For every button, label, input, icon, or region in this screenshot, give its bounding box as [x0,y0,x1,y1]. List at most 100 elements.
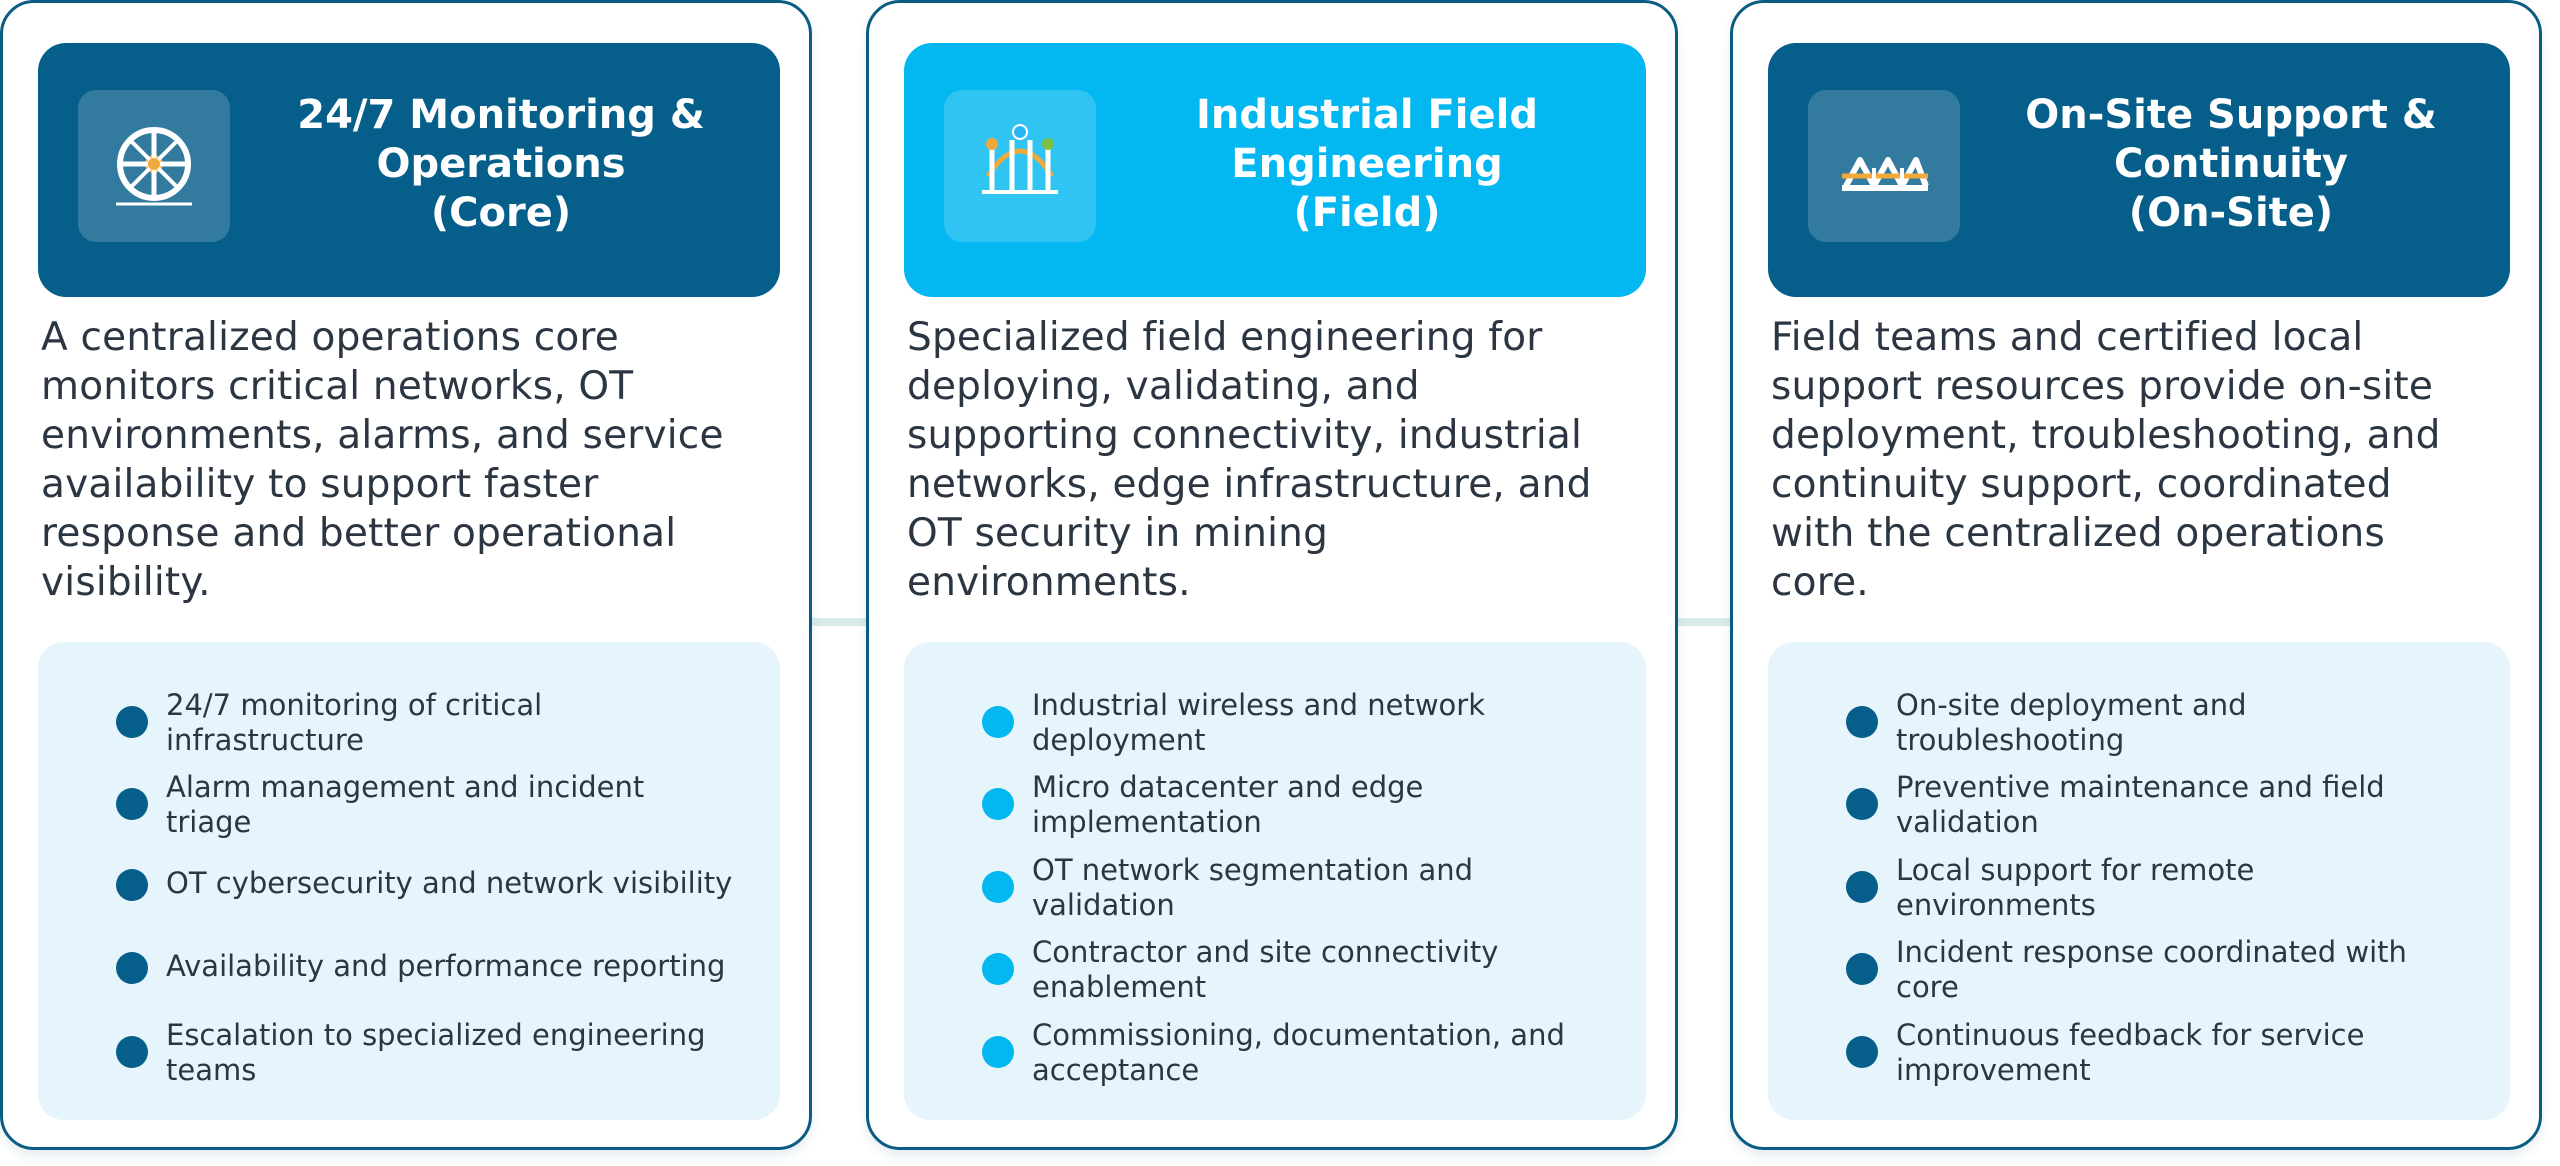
description-line: visibility. [41,560,211,605]
list-item-text: Local support for remote environments [1896,853,2476,923]
list-item-text: Industrial wireless and network deployme… [1032,688,1612,758]
list-item-text: Incident response coordinated with core [1896,935,2476,1005]
list-item-text: Continuous feedback for service improvem… [1896,1018,2476,1088]
list-item: Local support for remote environments [1846,853,2466,933]
card-title-line: 24/7 Monitoring & [297,92,705,138]
list-item: Contractor and site connectivity enablem… [982,935,1602,1015]
bullet-dot-icon [116,1036,148,1068]
feature-list: On-site deployment and troubleshooting P… [1768,642,2510,1120]
list-item-line: OT cybersecurity and network visibility [166,866,733,900]
description-line: with the centralized operations [1771,511,2385,556]
card-description: Field teams and certified local support … [1771,313,2511,607]
description-line: support resources provide on-site [1771,364,2434,409]
card-title: 24/7 Monitoring & Operations (Core) [258,91,744,238]
description-line: environments, alarms, and service [41,413,724,458]
list-item-line: implementation [1032,805,1262,839]
list-item: On-site deployment and troubleshooting [1846,688,2466,768]
list-item-text: OT cybersecurity and network visibility [166,866,746,901]
service-card-core: 24/7 Monitoring & Operations (Core) A ce… [0,0,812,1150]
list-item: OT network segmentation and validation [982,853,1602,933]
list-item-line: Contractor and site connectivity [1032,935,1499,969]
description-line: core. [1771,560,1869,605]
list-item: 24/7 monitoring of critical infrastructu… [116,688,736,768]
bullet-dot-icon [1846,1036,1878,1068]
bullet-dot-icon [982,1036,1014,1068]
list-item-line: environments [1896,888,2096,922]
card-title-line: Continuity [2113,141,2348,187]
bullet-dot-icon [116,706,148,738]
list-item: Alarm management and incident triage [116,770,736,850]
list-item-text: Escalation to specialized engineering te… [166,1018,746,1088]
description-line: environments. [907,560,1191,605]
list-item-line: core [1896,970,1959,1004]
list-item: Industrial wireless and network deployme… [982,688,1602,768]
list-item-line: Availability and performance reporting [166,949,726,983]
description-line: networks, edge infrastructure, and [907,462,1592,507]
list-item-line: infrastructure [166,723,364,757]
description-line: Field teams and certified local [1771,315,2364,360]
list-item-line: validation [1896,805,2039,839]
list-item-line: deployment [1032,723,1206,757]
list-item: Commissioning, documentation, and accept… [982,1018,1602,1098]
service-card-onsite: On-Site Support & Continuity (On-Site) F… [1730,0,2542,1150]
bullet-dot-icon [982,788,1014,820]
list-item-line: 24/7 monitoring of critical [166,688,543,722]
list-item: Continuous feedback for service improvem… [1846,1018,2466,1098]
description-line: A centralized operations core [41,315,619,360]
card-header: On-Site Support & Continuity (On-Site) [1768,43,2510,297]
feature-list: 24/7 monitoring of critical infrastructu… [38,642,780,1120]
list-item: Incident response coordinated with core [1846,935,2466,1015]
bullet-dot-icon [116,952,148,984]
truss-bridge-icon [1808,90,1960,242]
description-line: monitors critical networks, OT [41,364,634,409]
bullet-dot-icon [116,788,148,820]
description-line: deployment, troubleshooting, and [1771,413,2441,458]
description-line: Specialized field engineering for [907,315,1543,360]
bullet-dot-icon [982,706,1014,738]
list-item-text: Availability and performance reporting [166,949,746,984]
description-line: deploying, validating, and [907,364,1420,409]
list-item: Availability and performance reporting [116,949,736,1033]
card-connector [1676,618,1732,626]
list-item-line: enablement [1032,970,1207,1004]
card-title: Industrial Field Engineering (Field) [1124,91,1610,238]
card-description: Specialized field engineering for deploy… [907,313,1647,607]
list-item-text: Contractor and site connectivity enablem… [1032,935,1612,1005]
bullet-dot-icon [982,871,1014,903]
description-line: supporting connectivity, industrial [907,413,1583,458]
bullet-dot-icon [1846,953,1878,985]
field-engineering-bridge-icon [944,90,1096,242]
list-item-text: On-site deployment and troubleshooting [1896,688,2476,758]
list-item-line: triage [166,805,252,839]
list-item-line: Industrial wireless and network [1032,688,1486,722]
bullet-dot-icon [1846,706,1878,738]
card-header: Industrial Field Engineering (Field) [904,43,1646,297]
list-item-text: Micro datacenter and edge implementation [1032,770,1612,840]
list-item: Micro datacenter and edge implementation [982,770,1602,850]
card-title-line: (Field) [1293,190,1441,236]
card-title: On-Site Support & Continuity (On-Site) [1988,91,2474,238]
feature-list: Industrial wireless and network deployme… [904,642,1646,1120]
list-item-line: Alarm management and incident [166,770,645,804]
list-item-line: Preventive maintenance and field [1896,770,2385,804]
card-title-line: (On-Site) [2128,190,2334,236]
description-line: availability to support faster [41,462,599,507]
list-item-line: Local support for remote [1896,853,2255,887]
card-title-line: Industrial Field [1196,92,1538,138]
bullet-dot-icon [1846,788,1878,820]
list-item: OT cybersecurity and network visibility [116,866,736,950]
list-item-line: improvement [1896,1053,2091,1087]
list-item-line: Commissioning, documentation, and [1032,1018,1565,1052]
list-item-line: Incident response coordinated with [1896,935,2407,969]
list-item-line: teams [166,1053,257,1087]
list-item: Preventive maintenance and field validat… [1846,770,2466,850]
list-item-line: Escalation to specialized engineering [166,1018,706,1052]
list-item-line: Micro datacenter and edge [1032,770,1424,804]
description-line: response and better operational [41,511,677,556]
card-connector [812,618,868,626]
card-title-line: Engineering [1231,141,1503,187]
card-description: A centralized operations core monitors c… [41,313,781,607]
list-item-line: validation [1032,888,1175,922]
list-item-line: troubleshooting [1896,723,2125,757]
service-card-field: Industrial Field Engineering (Field) Spe… [866,0,1678,1150]
